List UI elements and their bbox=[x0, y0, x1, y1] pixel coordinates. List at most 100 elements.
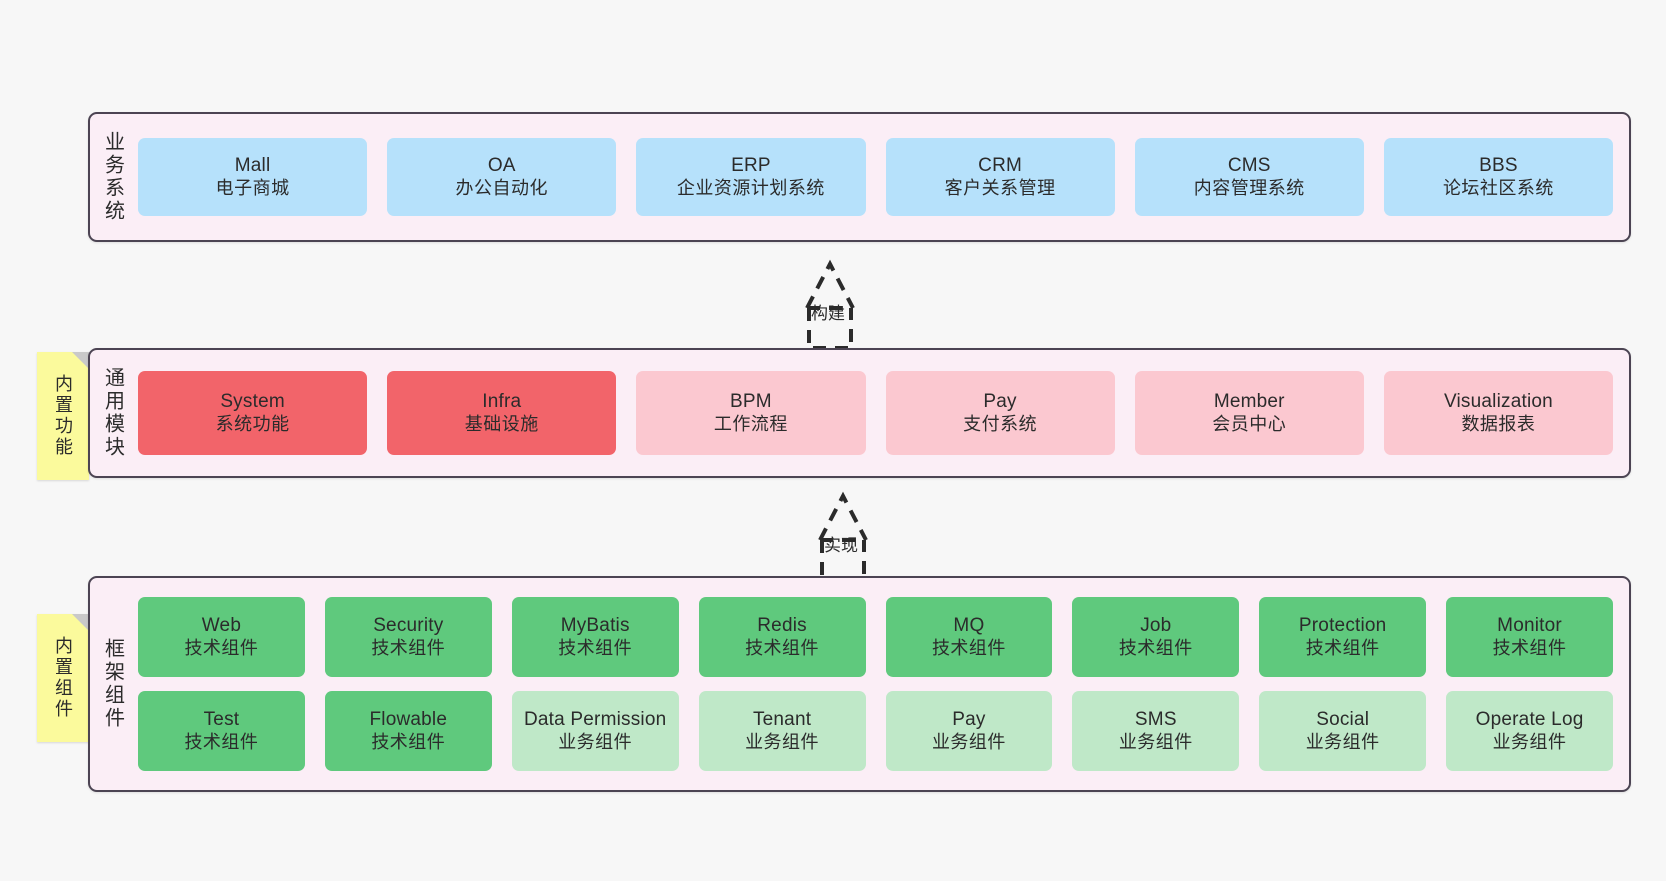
card-visualization[interactable]: Visualization 数据报表 bbox=[1383, 371, 1614, 455]
card-title: Monitor bbox=[1497, 615, 1562, 637]
card-title: Visualization bbox=[1443, 391, 1553, 413]
card-job[interactable]: Job 技术组件 bbox=[1072, 597, 1240, 677]
card-subtitle: 工作流程 bbox=[713, 413, 788, 434]
card-title: Pay bbox=[952, 709, 986, 731]
card-subtitle: 系统功能 bbox=[215, 413, 290, 434]
card-infra[interactable]: Infra 基础设施 bbox=[387, 371, 617, 455]
card-pay-component[interactable]: Pay 业务组件 bbox=[885, 691, 1053, 771]
card-system[interactable]: System 系统功能 bbox=[138, 371, 368, 455]
connector-build-label: 构建 bbox=[811, 304, 845, 323]
card-subtitle: 技术组件 bbox=[184, 731, 259, 752]
card-row: Mall 电子商城 OA 办公自动化 ERP 企业资源计划系统 CRM 客户关系… bbox=[138, 138, 1614, 216]
card-title: CMS bbox=[1227, 155, 1271, 177]
card-title: System bbox=[220, 391, 285, 413]
card-subtitle: 技术组件 bbox=[931, 637, 1006, 658]
layer-framework-component: 框架组件 Web 技术组件 Security 技术组件 MyBatis 技术组件… bbox=[88, 576, 1631, 792]
card-test[interactable]: Test 技术组件 bbox=[138, 691, 305, 771]
connector-implement-label: 实现 bbox=[824, 536, 858, 555]
card-crm[interactable]: CRM 客户关系管理 bbox=[885, 138, 1115, 216]
sticky-fold-corner bbox=[72, 352, 89, 369]
layer-title-common-module: 通用模块 bbox=[101, 367, 124, 459]
card-mybatis[interactable]: MyBatis 技术组件 bbox=[511, 597, 679, 677]
card-title: SMS bbox=[1134, 709, 1177, 731]
connector-build: 构建 bbox=[755, 258, 905, 350]
card-oa[interactable]: OA 办公自动化 bbox=[387, 138, 617, 216]
card-subtitle: 内容管理系统 bbox=[1193, 177, 1305, 198]
card-pay[interactable]: Pay 支付系统 bbox=[885, 371, 1115, 455]
card-data-permission[interactable]: Data Permission 业务组件 bbox=[511, 691, 679, 771]
card-title: Redis bbox=[757, 615, 807, 637]
card-title: Test bbox=[203, 709, 240, 731]
card-subtitle: 技术组件 bbox=[745, 637, 820, 658]
sticky-note-builtin-component: 内置组件 bbox=[37, 614, 89, 742]
card-title: Protection bbox=[1298, 615, 1387, 637]
card-subtitle: 企业资源计划系统 bbox=[676, 177, 825, 198]
card-title: BPM bbox=[730, 391, 772, 413]
card-security[interactable]: Security 技术组件 bbox=[324, 597, 492, 677]
card-title: BBS bbox=[1479, 155, 1518, 177]
card-bbs[interactable]: BBS 论坛社区系统 bbox=[1383, 138, 1614, 216]
card-subtitle: 论坛社区系统 bbox=[1442, 177, 1554, 198]
card-title: MyBatis bbox=[560, 615, 630, 637]
card-title: Job bbox=[1140, 615, 1172, 637]
card-redis[interactable]: Redis 技术组件 bbox=[698, 597, 866, 677]
card-cms[interactable]: CMS 内容管理系统 bbox=[1134, 138, 1364, 216]
card-subtitle: 业务组件 bbox=[1305, 731, 1380, 752]
sticky-note-label: 内置组件 bbox=[53, 636, 73, 720]
card-operate-log[interactable]: Operate Log 业务组件 bbox=[1446, 691, 1613, 771]
card-subtitle: 会员中心 bbox=[1212, 413, 1287, 434]
card-subtitle: 业务组件 bbox=[1118, 731, 1193, 752]
card-row: Web 技术组件 Security 技术组件 MyBatis 技术组件 Redi… bbox=[138, 597, 1613, 677]
card-subtitle: 业务组件 bbox=[558, 731, 633, 752]
card-flowable[interactable]: Flowable 技术组件 bbox=[324, 691, 492, 771]
arrowhead-outline bbox=[818, 491, 868, 541]
card-subtitle: 技术组件 bbox=[1118, 637, 1193, 658]
card-title: CRM bbox=[978, 155, 1023, 177]
card-erp[interactable]: ERP 企业资源计划系统 bbox=[636, 138, 866, 216]
card-title: MQ bbox=[953, 615, 985, 637]
card-subtitle: 技术组件 bbox=[371, 731, 446, 752]
layer-title-business-system: 业务系统 bbox=[101, 131, 124, 223]
sticky-note-label: 内置功能 bbox=[53, 374, 73, 458]
card-subtitle: 数据报表 bbox=[1461, 413, 1536, 434]
card-title: Social bbox=[1316, 709, 1370, 731]
card-title: Data Permission bbox=[523, 709, 667, 731]
card-row: System 系统功能 Infra 基础设施 BPM 工作流程 Pay 支付系统… bbox=[138, 371, 1614, 455]
card-subtitle: 业务组件 bbox=[1492, 731, 1567, 752]
card-title: Member bbox=[1213, 391, 1285, 413]
card-bpm[interactable]: BPM 工作流程 bbox=[636, 371, 866, 455]
card-social[interactable]: Social 业务组件 bbox=[1259, 691, 1427, 771]
layer-body-common-module: System 系统功能 Infra 基础设施 BPM 工作流程 Pay 支付系统… bbox=[134, 350, 1629, 476]
card-subtitle: 业务组件 bbox=[745, 731, 820, 752]
card-subtitle: 办公自动化 bbox=[455, 177, 548, 198]
card-subtitle: 技术组件 bbox=[184, 637, 259, 658]
card-subtitle: 技术组件 bbox=[371, 637, 446, 658]
card-protection[interactable]: Protection 技术组件 bbox=[1259, 597, 1427, 677]
connector-implement: 实现 bbox=[768, 490, 918, 582]
card-title: Web bbox=[201, 615, 242, 637]
card-subtitle: 技术组件 bbox=[558, 637, 633, 658]
card-tenant[interactable]: Tenant 业务组件 bbox=[698, 691, 866, 771]
card-mq[interactable]: MQ 技术组件 bbox=[885, 597, 1053, 677]
card-title: Pay bbox=[983, 391, 1017, 413]
card-web[interactable]: Web 技术组件 bbox=[138, 597, 305, 677]
card-sms[interactable]: SMS 业务组件 bbox=[1072, 691, 1240, 771]
card-title: Operate Log bbox=[1475, 709, 1584, 731]
card-title: Flowable bbox=[369, 709, 448, 731]
sticky-fold-corner bbox=[72, 614, 89, 631]
card-mall[interactable]: Mall 电子商城 bbox=[138, 138, 368, 216]
card-monitor[interactable]: Monitor 技术组件 bbox=[1446, 597, 1613, 677]
card-title: Infra bbox=[482, 391, 522, 413]
card-member[interactable]: Member 会员中心 bbox=[1134, 371, 1364, 455]
card-title: OA bbox=[487, 155, 516, 177]
card-title: Security bbox=[373, 615, 444, 637]
card-title: Mall bbox=[234, 155, 271, 177]
layer-title-framework-component: 框架组件 bbox=[101, 638, 124, 730]
card-subtitle: 基础设施 bbox=[464, 413, 539, 434]
card-subtitle: 技术组件 bbox=[1305, 637, 1380, 658]
arrowhead-outline bbox=[805, 259, 855, 309]
card-subtitle: 支付系统 bbox=[963, 413, 1038, 434]
card-subtitle: 业务组件 bbox=[931, 731, 1006, 752]
layer-business-system: 业务系统 Mall 电子商城 OA 办公自动化 ERP 企业资源计划系统 CRM… bbox=[88, 112, 1631, 242]
